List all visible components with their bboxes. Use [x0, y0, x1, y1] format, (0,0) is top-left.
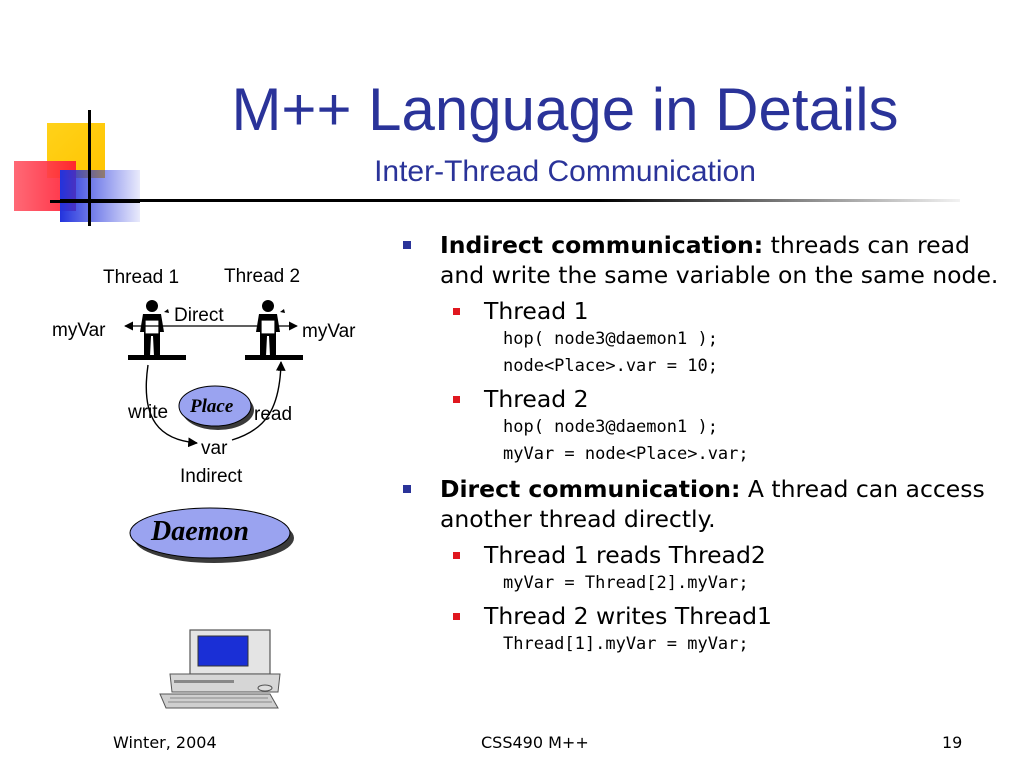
speaker-at-podium-icon: [140, 300, 169, 356]
slide-subtitle: Inter-Thread Communication: [374, 155, 756, 188]
write-label: write: [128, 402, 169, 423]
sub-bullet-label: Thread 1: [484, 297, 589, 325]
write-arrow: [145, 364, 198, 448]
place-label: Place: [190, 396, 234, 417]
speaker-at-podium-icon: [256, 300, 285, 356]
code-line: node<Place>.var = 10;: [503, 356, 718, 376]
read-arrow: [231, 361, 286, 441]
sub-bullet-marker: [453, 552, 460, 559]
myvar-left-label: myVar: [52, 320, 106, 341]
code-line: myVar = Thread[2].myVar;: [503, 573, 749, 593]
direct-label: Direct: [174, 305, 224, 326]
title-rule: [60, 199, 960, 202]
bullet-lead: Direct communication:: [440, 475, 741, 503]
footer-course: CSS490 M++: [481, 733, 589, 752]
podium-2: [245, 355, 303, 360]
bullet-marker: [403, 485, 411, 493]
decoration-vertical-line: [88, 110, 91, 226]
bullet-marker: [403, 241, 411, 249]
diagram-graphics: [124, 300, 303, 709]
indirect-label: Indirect: [180, 466, 243, 487]
bullet-text: threads can read and write the same vari…: [440, 231, 999, 289]
sub-bullet-marker: [453, 308, 460, 315]
sub-bullet-thread1: Thread 1: [400, 296, 1000, 326]
code-line: Thread[1].myVar = myVar;: [503, 634, 749, 654]
sub-bullet-thread2-writes: Thread 2 writes Thread1: [400, 601, 1000, 631]
thread2-label: Thread 2: [224, 266, 301, 287]
place-ellipse: [178, 385, 252, 427]
read-label: read: [254, 404, 293, 425]
daemon-label: Daemon: [151, 516, 249, 547]
daemon-ellipse: [129, 507, 291, 559]
code-line: hop( node3@daemon1 );: [503, 417, 718, 437]
code-line: myVar = node<Place>.var;: [503, 444, 749, 464]
podium-1: [128, 355, 186, 360]
decoration-blue-square: [60, 170, 140, 222]
footer-date: Winter, 2004: [113, 733, 217, 752]
sub-bullet-thread1-reads: Thread 1 reads Thread2: [400, 540, 1000, 570]
sub-bullet-marker: [453, 613, 460, 620]
sub-bullet-label: Thread 2: [484, 385, 589, 413]
code-line: hop( node3@daemon1 );: [503, 329, 718, 349]
sub-bullet-label: Thread 2 writes Thread1: [484, 602, 772, 630]
footer-page-number: 19: [942, 733, 963, 752]
myvar-right-label: myVar: [302, 321, 356, 342]
bullet-direct: Direct communication: A thread can acces…: [400, 474, 1000, 534]
bullet-content: Indirect communication: threads can read…: [400, 230, 1000, 658]
sub-bullet-thread2: Thread 2: [400, 384, 1000, 414]
sub-bullet-marker: [453, 396, 460, 403]
computer-icon: [159, 629, 281, 709]
slide-title: M++ Language in Details: [231, 76, 899, 143]
communication-diagram: Thread 1 Thread 2 Direct myVar myVar wri…: [0, 0, 400, 768]
bullet-indirect: Indirect communication: threads can read…: [400, 230, 1000, 290]
sub-bullet-label: Thread 1 reads Thread2: [484, 541, 766, 569]
bullet-text: A thread can access another thread direc…: [440, 475, 985, 533]
bullet-lead: Indirect communication:: [440, 231, 764, 259]
thread1-label: Thread 1: [103, 267, 180, 288]
var-label: var: [201, 438, 228, 459]
